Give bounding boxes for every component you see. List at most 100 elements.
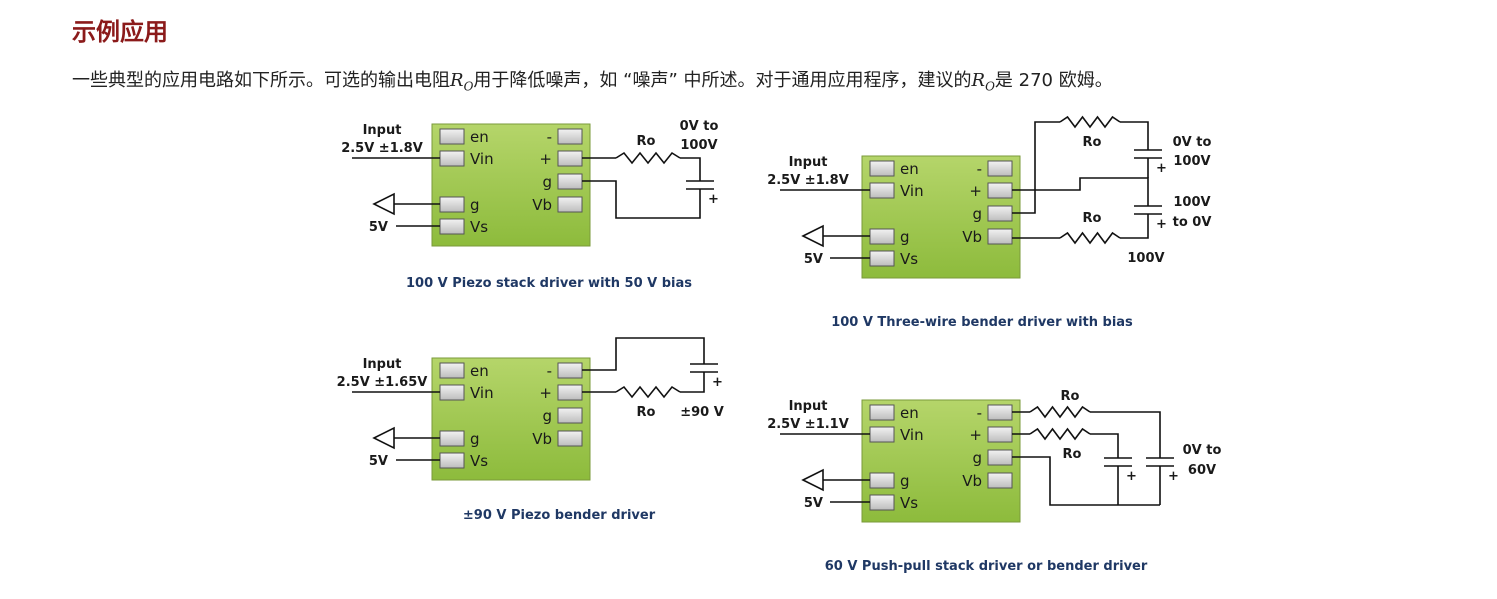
resistor-ro (615, 151, 681, 165)
pin-pad (439, 128, 465, 145)
supply-label: 5V (804, 496, 823, 511)
input-label: Input (789, 155, 828, 170)
bias-label: 100V (1127, 251, 1164, 266)
supply-label: 5V (369, 220, 388, 235)
pin-pad (987, 228, 1013, 245)
pin-pad (439, 150, 465, 167)
ground-arrow (801, 468, 824, 492)
pin-label-en: en (470, 362, 489, 380)
output-range-label: 100V (1173, 195, 1210, 210)
pin-pad (439, 218, 465, 235)
resistor-ro-bottom (1029, 427, 1091, 441)
pin-pad (987, 472, 1013, 489)
pin-pad (987, 449, 1013, 466)
wire (1090, 433, 1119, 458)
ground-arrow (372, 192, 395, 216)
output-range-label: 100V (1173, 154, 1210, 169)
pin-pad (439, 430, 465, 447)
pin-pad (557, 362, 583, 379)
caption: ±90 V Piezo bender driver (463, 508, 656, 523)
output-range-label: 60V (1188, 463, 1216, 478)
supply-label: 5V (369, 454, 388, 469)
output-range-label: ±90 V (680, 405, 724, 420)
pin-label-vb: Vb (962, 228, 982, 246)
pin-pad (869, 228, 895, 245)
pin-label-g: g (542, 173, 552, 191)
pin-label-vs: Vs (470, 218, 488, 236)
pin-pad (557, 128, 583, 145)
caption: 100 V Piezo stack driver with 50 V bias (406, 276, 692, 291)
pin-label-g: g (470, 430, 480, 448)
ro-label: Ro (1063, 447, 1082, 462)
pin-pad (869, 426, 895, 443)
pin-pad (557, 407, 583, 424)
pin-label-g: g (470, 196, 480, 214)
pin-pad (987, 182, 1013, 199)
intro-text-1: 一些典型的应用电路如下所示。可选的输出电阻 (72, 70, 450, 91)
pin-label-g: g (542, 407, 552, 425)
pin-label-g: g (972, 449, 982, 467)
wire (1120, 214, 1149, 239)
pin-label-vb: Vb (962, 472, 982, 490)
input-label: Input (363, 357, 402, 372)
pin-pad (987, 404, 1013, 421)
resistor-ro-top (1029, 405, 1091, 419)
pin-label-minus: - (547, 362, 552, 380)
pin-label-en: en (900, 160, 919, 178)
pin-label-g: g (900, 228, 910, 246)
wire (680, 372, 705, 393)
pin-pad (557, 196, 583, 213)
capacitor-plus: + (1156, 217, 1167, 232)
capacitor-plus: + (708, 192, 719, 207)
section-heading: 示例应用 (72, 18, 168, 46)
ro-symbol-2: RO (971, 70, 995, 94)
wire (680, 157, 701, 181)
capacitor-plus: + (1126, 469, 1137, 484)
pin-pad (987, 205, 1013, 222)
output-range-label: 0V to (1173, 135, 1212, 150)
pin-pad (869, 250, 895, 267)
pin-pad (869, 160, 895, 177)
pin-pad (869, 404, 895, 421)
pin-label-en: en (470, 128, 489, 146)
ro-label: Ro (1083, 211, 1102, 226)
pin-pad (439, 384, 465, 401)
pin-pad (869, 472, 895, 489)
intro-paragraph: 一些典型的应用电路如下所示。可选的输出电阻 RO用于降低噪声，如 “噪声” 中所述… (72, 66, 1113, 94)
pin-pad (557, 150, 583, 167)
wire (582, 180, 701, 219)
ro-label: Ro (1083, 135, 1102, 150)
pin-label-plus: + (969, 426, 982, 444)
pin-label-vin: Vin (900, 426, 924, 444)
pin-label-vs: Vs (470, 452, 488, 470)
pin-label-minus: - (977, 404, 982, 422)
output-range-label: to 0V (1173, 215, 1212, 230)
output-range-label: 100V (680, 138, 717, 153)
pin-label-vs: Vs (900, 250, 918, 268)
capacitor-plus: + (1156, 161, 1167, 176)
wire (1012, 456, 1160, 506)
input-label: Input (789, 399, 828, 414)
ro-label: Ro (1061, 389, 1080, 404)
pin-label-vs: Vs (900, 494, 918, 512)
ground-arrow (801, 224, 824, 248)
pin-pad (439, 452, 465, 469)
input-range-label: 2.5V ±1.8V (767, 173, 849, 188)
pin-label-plus: + (969, 182, 982, 200)
wire (1090, 411, 1161, 458)
intro-text-2: 用于降低噪声，如 “噪声” 中所述。对于通用应用程序，建议的 (473, 70, 972, 91)
pin-pad (869, 182, 895, 199)
wire (582, 337, 705, 371)
pin-pad (439, 362, 465, 379)
output-range-label: 0V to (680, 119, 719, 134)
pin-pad (987, 160, 1013, 177)
pin-label-g: g (972, 205, 982, 223)
pin-label-vb: Vb (532, 196, 552, 214)
pin-label-g: g (900, 472, 910, 490)
input-range-label: 2.5V ±1.1V (767, 417, 849, 432)
ro-label: Ro (637, 405, 656, 420)
pin-label-en: en (900, 404, 919, 422)
input-range-label: 2.5V ±1.65V (337, 375, 428, 390)
pin-pad (557, 173, 583, 190)
